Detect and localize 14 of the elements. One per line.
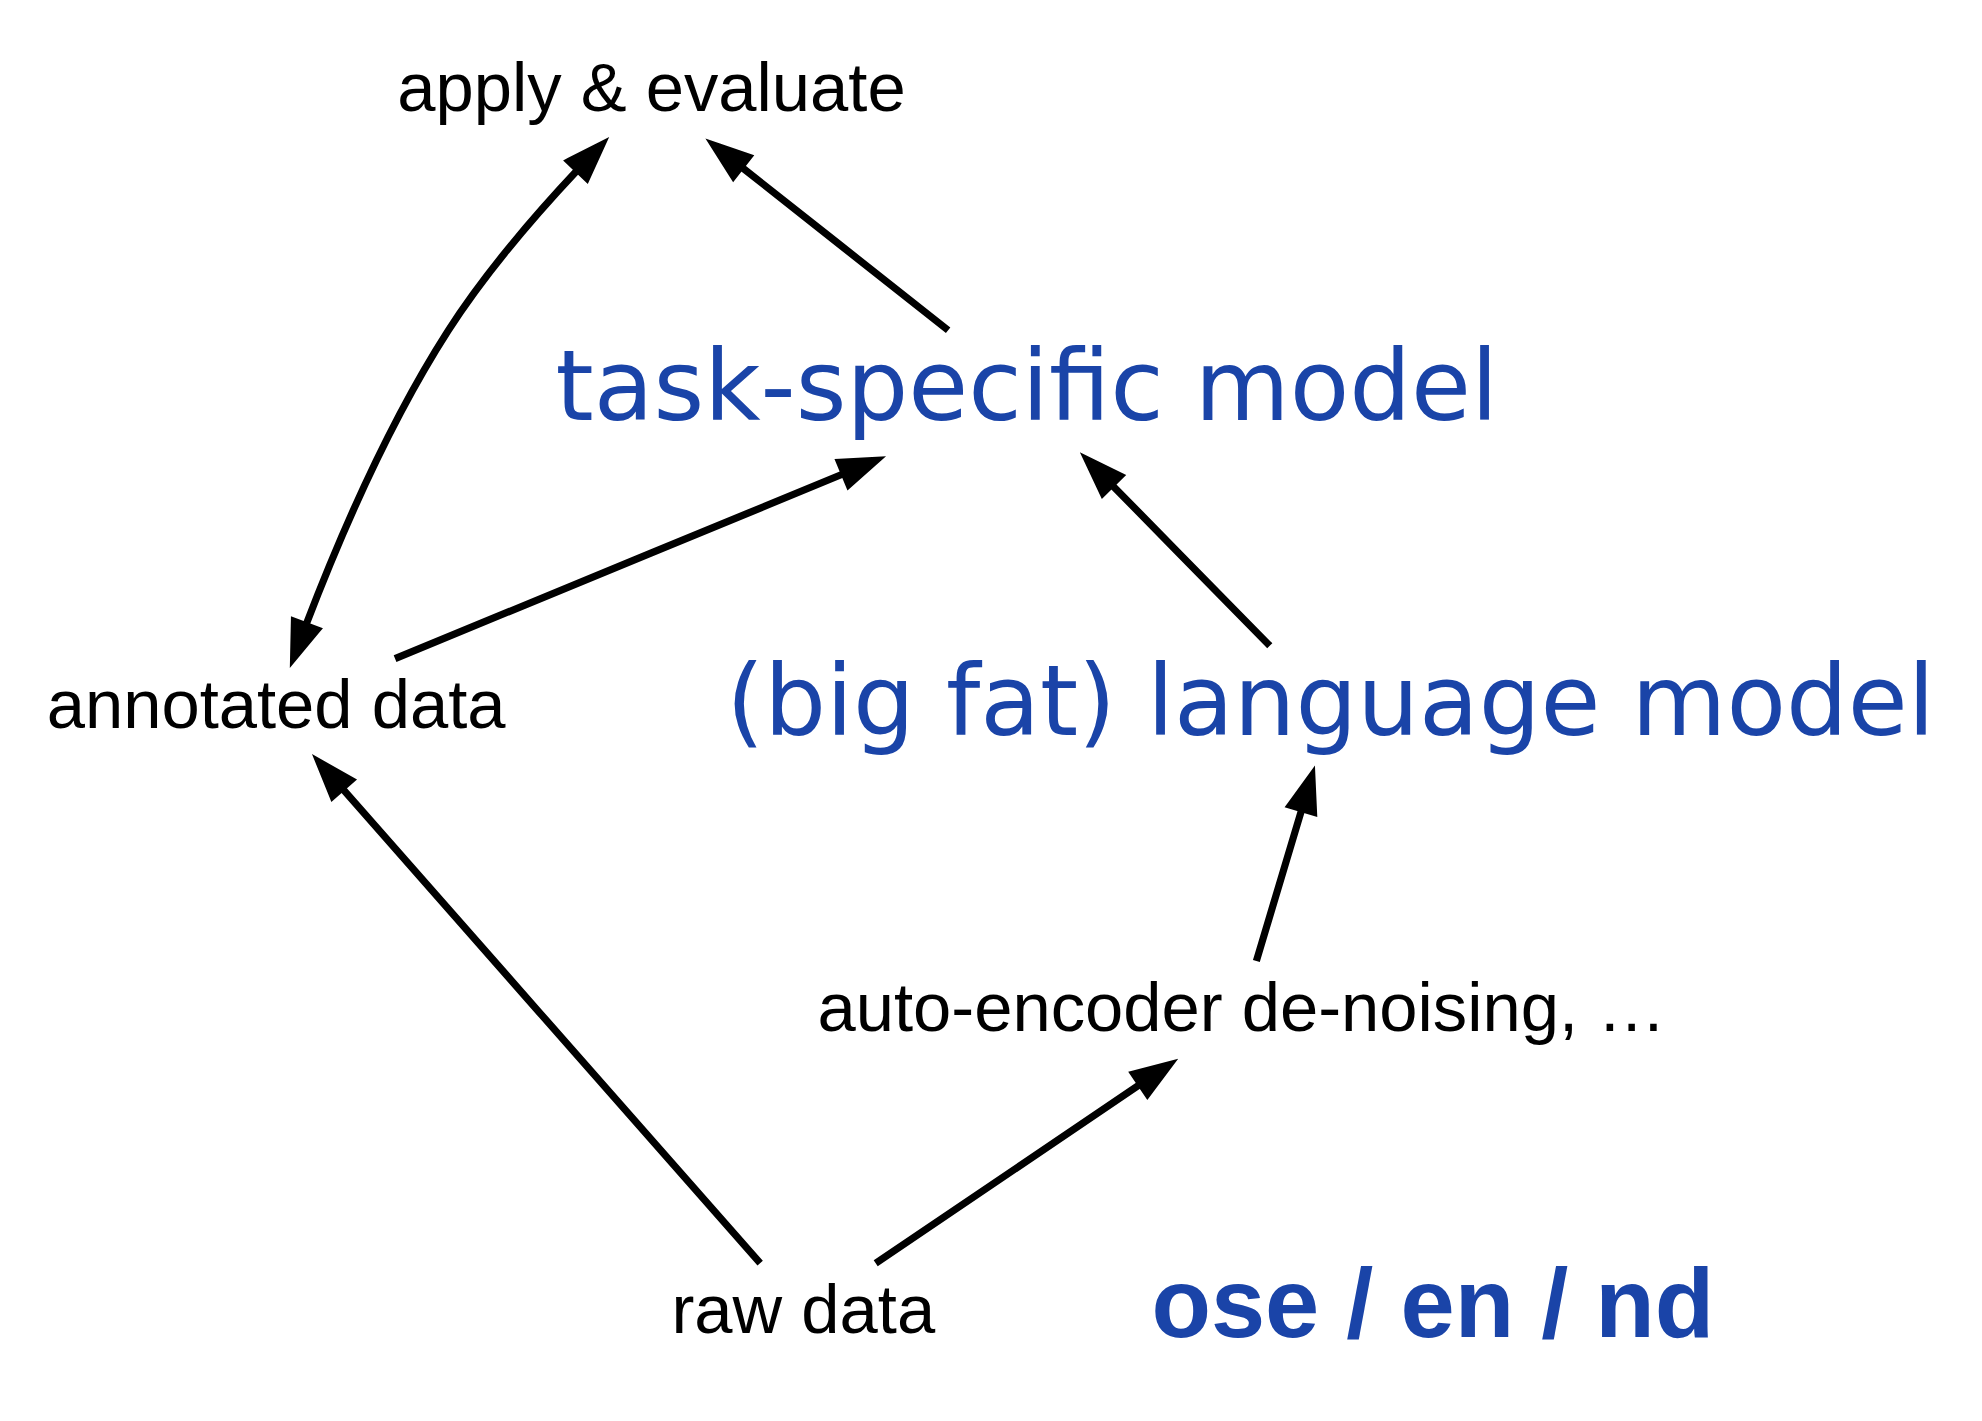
node-text: auto-encoder de-noising, … — [817, 968, 1666, 1046]
node-text: task-specific model — [555, 330, 1499, 444]
arrow — [289, 136, 610, 668]
arrow — [393, 456, 887, 662]
arrow — [1079, 452, 1273, 649]
arrow — [705, 138, 951, 334]
label: ose / en / nd — [1151, 1249, 1715, 1359]
arrow — [873, 1058, 1179, 1267]
node-text: apply & evaluate — [397, 48, 906, 126]
node-text: (big fat) language model — [726, 645, 1935, 759]
arrow — [1252, 765, 1318, 962]
node-text: annotated data — [46, 666, 506, 744]
node-text: raw data — [671, 1270, 936, 1348]
arrow — [311, 754, 763, 1266]
